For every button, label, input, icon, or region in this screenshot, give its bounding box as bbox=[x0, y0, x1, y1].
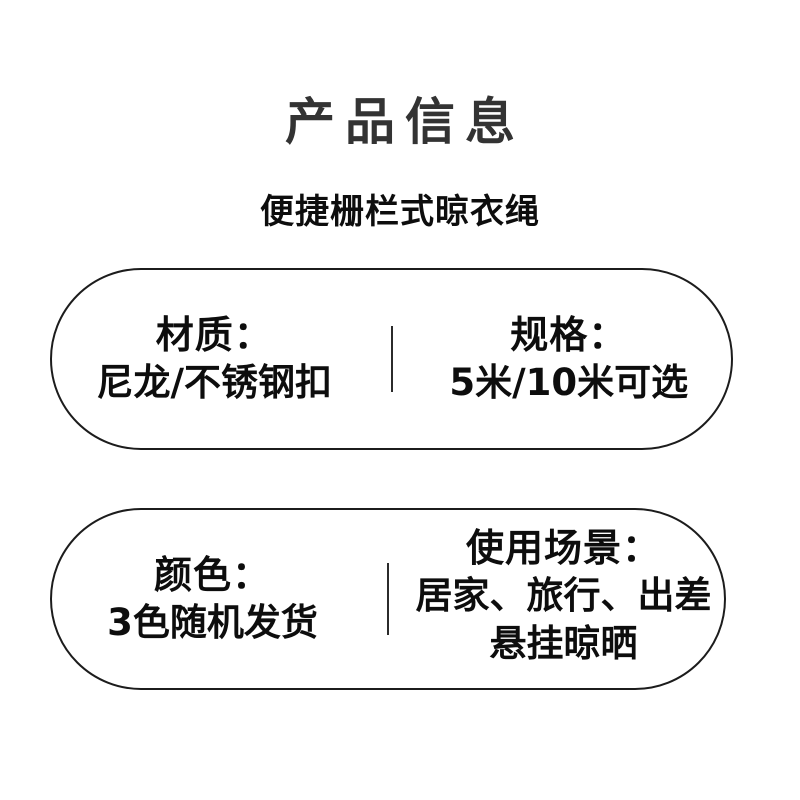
page-title: 产品信息 bbox=[285, 93, 525, 151]
spec-label-color: 颜色： bbox=[153, 553, 271, 598]
spec-label-usage: 使用场景： bbox=[465, 526, 661, 570]
spec-value-usage-line-2: 悬挂晾晒 bbox=[489, 621, 638, 665]
spec-value-color: 3色随机发货 bbox=[107, 600, 318, 644]
product-name-subtitle: 便捷栅栏式晾衣绳 bbox=[260, 192, 540, 232]
spec-cell-size: 规格： 5米/10米可选 bbox=[393, 270, 732, 448]
spec-cell-usage: 使用场景： 居家、旅行、出差 悬挂晾晒 bbox=[389, 510, 724, 688]
spec-label-material: 材质： bbox=[155, 313, 273, 358]
spec-value-size: 5米/10米可选 bbox=[449, 360, 689, 404]
spec-value-usage-line-1: 居家、旅行、出差 bbox=[415, 573, 712, 617]
spec-cell-color: 颜色： 3色随机发货 bbox=[52, 510, 387, 688]
spec-cell-material: 材质： 尼龙/不锈钢扣 bbox=[52, 270, 391, 448]
spec-label-size: 规格： bbox=[510, 313, 628, 358]
spec-divider bbox=[390, 326, 393, 392]
spec-value-material: 尼龙/不锈钢扣 bbox=[96, 360, 332, 404]
spec-card-material-size: 材质： 尼龙/不锈钢扣 规格： 5米/10米可选 bbox=[50, 268, 733, 450]
spec-divider bbox=[387, 563, 389, 635]
page-header: 产品信息 便捷栅栏式晾衣绳 bbox=[0, 95, 800, 231]
spec-card-color-usage: 颜色： 3色随机发货 使用场景： 居家、旅行、出差 悬挂晾晒 bbox=[50, 508, 726, 690]
